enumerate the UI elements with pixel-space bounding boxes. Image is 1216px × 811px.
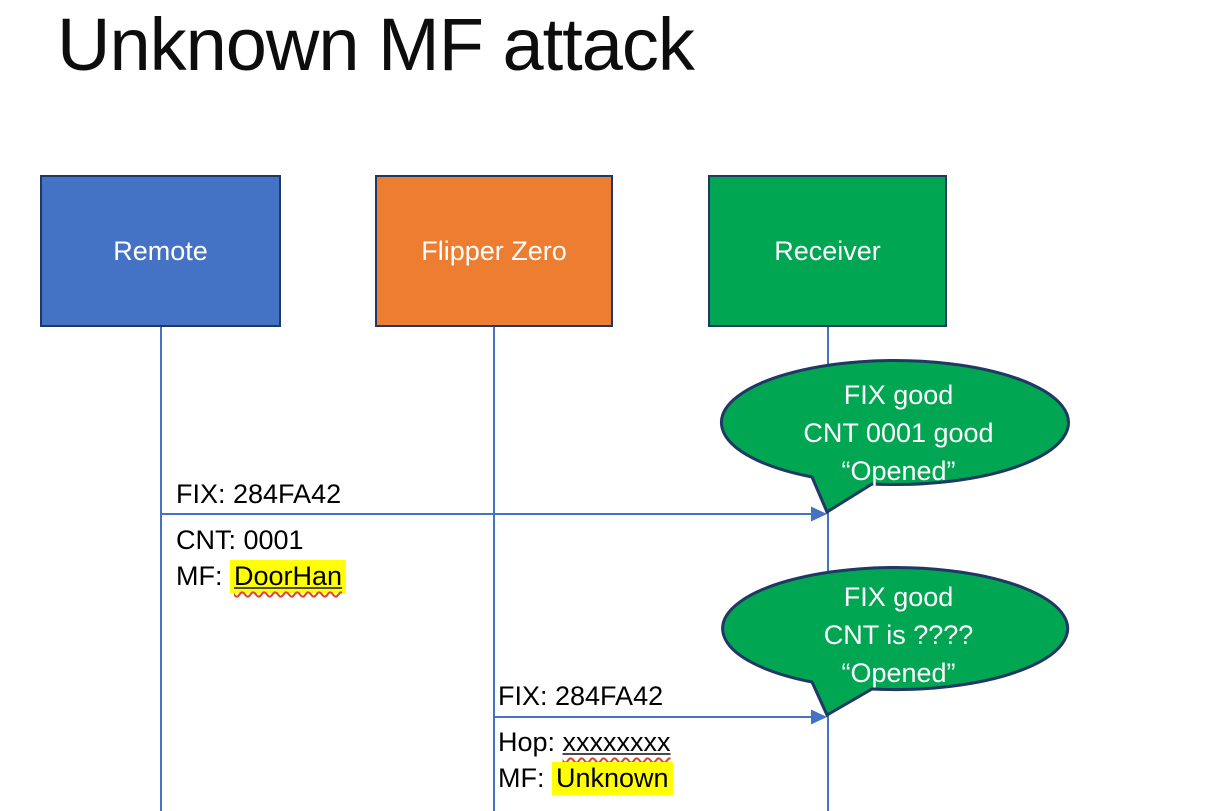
message-1-mf-squiggle: DoorHan [234, 561, 342, 591]
lifeline-flipper-zero [493, 327, 495, 811]
callout-2-text: FIX good CNT is ???? “Opened” [726, 578, 1071, 692]
message-2-mf-value: Unknown [556, 763, 669, 793]
actor-box-receiver: Receiver [708, 175, 947, 327]
message-2-label-below: Hop: xxxxxxxx MF: Unknown [498, 724, 673, 796]
message-2-hop-prefix: Hop: [498, 727, 563, 757]
actor-label-remote: Remote [113, 235, 208, 266]
message-arrow-1-head [811, 506, 827, 522]
actor-label-receiver: Receiver [774, 235, 881, 266]
message-1-mf-value: DoorHan [234, 561, 343, 591]
message-2-mf-highlight: Unknown [552, 762, 673, 795]
callout-2-line1: FIX good [843, 582, 954, 612]
message-1-mf-highlight: DoorHan [230, 560, 347, 593]
message-1-label-mf: MF: DoorHan [176, 558, 347, 594]
slide-title: Unknown MF attack [57, 3, 695, 86]
callout-1-line2: CNT 0001 good [803, 418, 994, 448]
lifeline-remote [159, 327, 162, 811]
actor-box-flipper-zero: Flipper Zero [375, 175, 613, 327]
actor-label-flipper-zero: Flipper Zero [421, 235, 567, 266]
callout-2-line2: CNT is ???? [823, 620, 974, 650]
message-arrow-2-head [811, 709, 827, 725]
message-1-label-below: CNT: 0001 MF: DoorHan [176, 522, 347, 594]
message-1-label-cnt: CNT: 0001 [176, 525, 304, 555]
callout-2-line3: “Opened” [841, 658, 956, 688]
message-2-label-mf: MF: Unknown [498, 760, 673, 796]
message-1-label-fix: FIX: 284FA42 [176, 479, 342, 509]
callout-1-line3: “Opened” [841, 456, 956, 486]
message-2-mf-prefix: MF: [498, 763, 552, 793]
message-2-hop-squiggle: xxxxxxxx [563, 727, 671, 757]
message-2-label-hop: Hop: xxxxxxxx [498, 724, 673, 760]
callout-1-line1: FIX good [843, 380, 954, 410]
callout-1-text: FIX good CNT 0001 good “Opened” [726, 376, 1071, 490]
message-1-mf-prefix: MF: [176, 561, 230, 591]
message-2-hop-value: xxxxxxxx [562, 727, 671, 757]
actor-box-remote: Remote [40, 175, 281, 327]
message-2-label-fix: FIX: 284FA42 [498, 681, 664, 711]
